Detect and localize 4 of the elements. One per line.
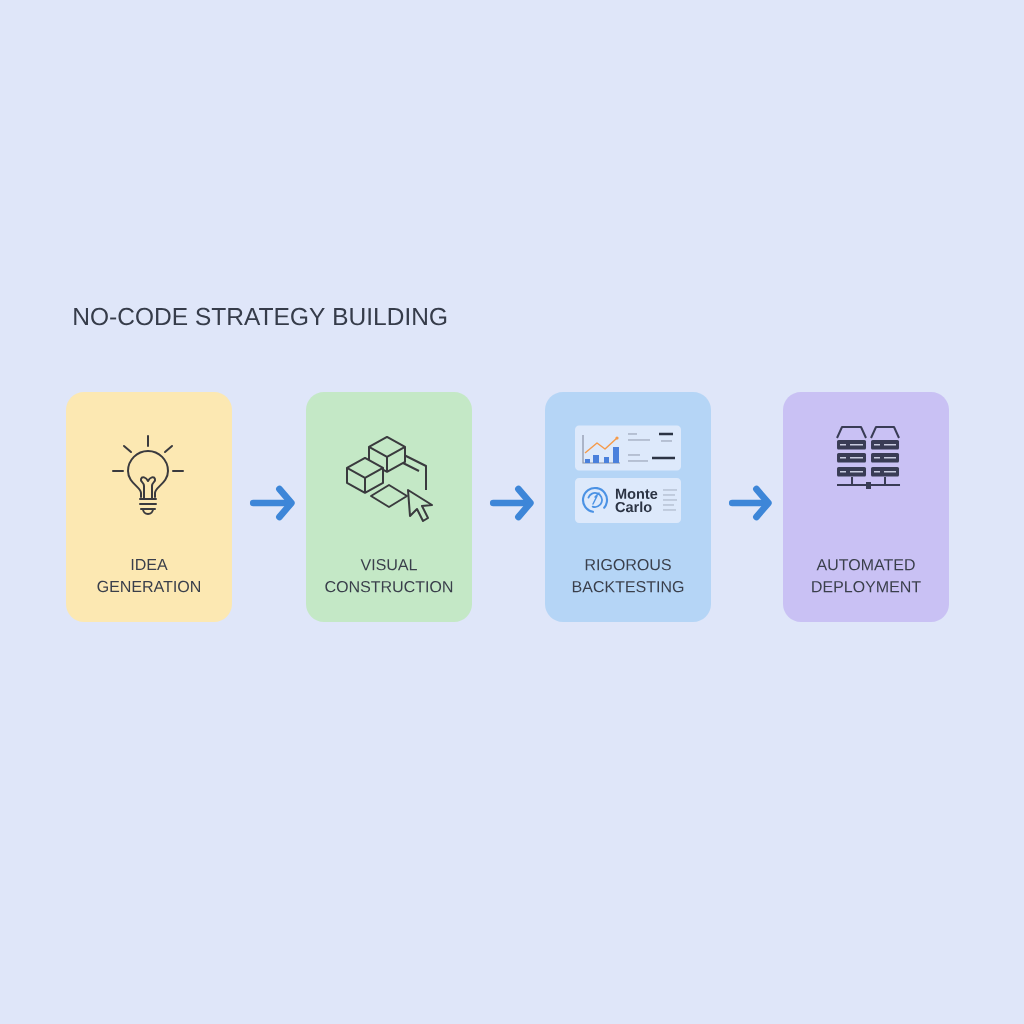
- process-box: AUTOMATED DEPLOYMENT: [783, 392, 949, 622]
- title: NO-CODE STRATEGY BUILDING: [74, 307, 447, 326]
- process-box: VISUAL CONSTRUCTION: [306, 392, 472, 622]
- process-box: IDEA GENERATION: [66, 392, 232, 622]
